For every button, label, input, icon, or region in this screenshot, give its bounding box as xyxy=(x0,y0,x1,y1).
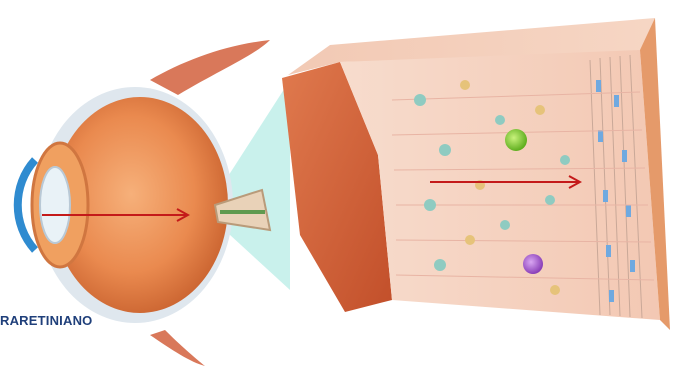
amacrine-cell-green xyxy=(505,129,527,151)
lens-icon xyxy=(40,167,70,243)
amacrine-cell-purple xyxy=(523,254,543,274)
caption-label: RARETINIANO xyxy=(0,313,92,328)
lower-eye-muscle xyxy=(150,330,205,366)
upper-eye-muscle xyxy=(150,40,270,95)
